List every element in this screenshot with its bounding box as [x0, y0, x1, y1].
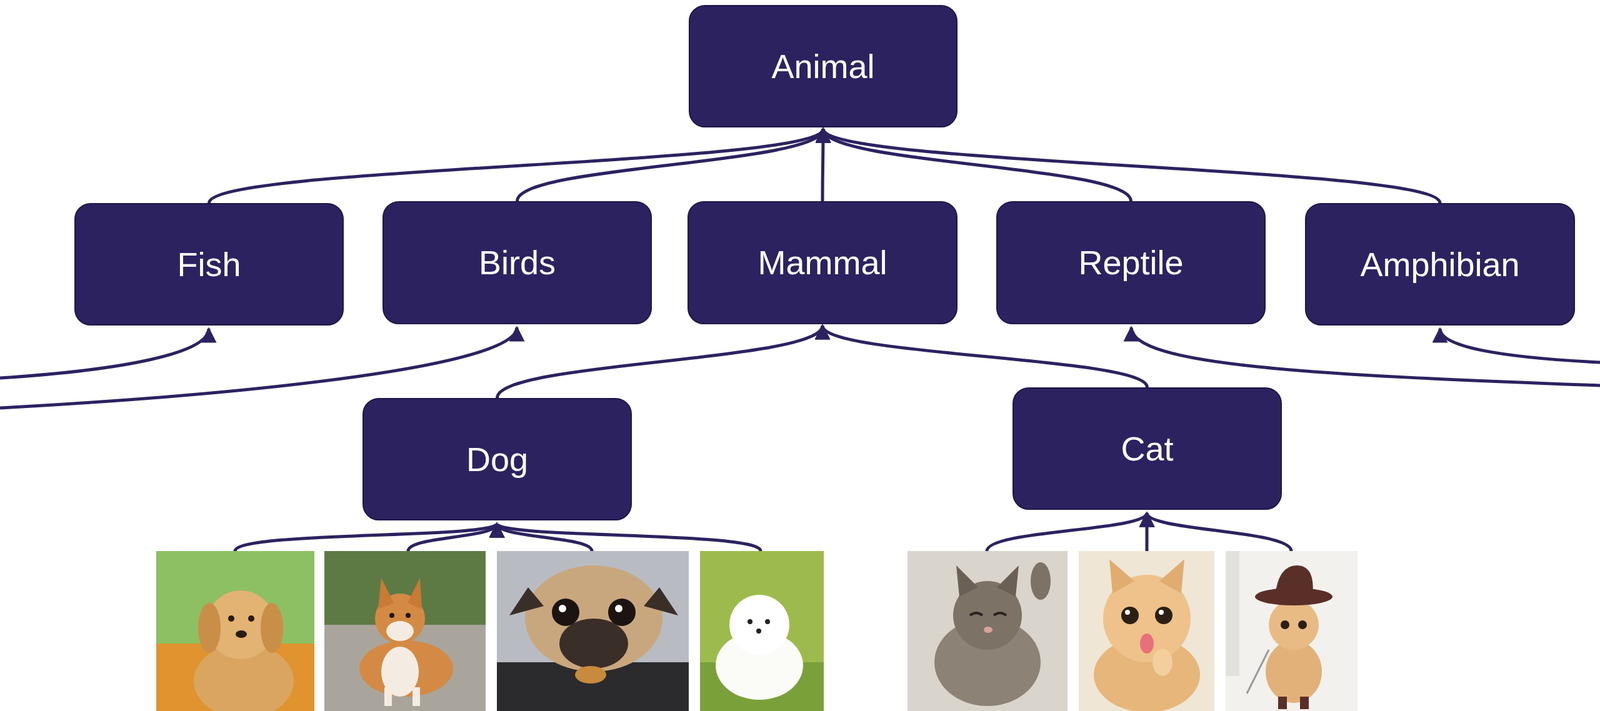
cat-photo: [1225, 551, 1358, 711]
photo-line: [496, 523, 761, 552]
category-box: Animal: [688, 5, 958, 128]
category-box: Reptile: [996, 201, 1266, 325]
category-box: Birds: [382, 201, 652, 325]
category-box: Cat: [1012, 387, 1282, 510]
box-label: Amphibian: [1360, 245, 1520, 284]
offpage-line: [1131, 327, 1600, 386]
box-label: Animal: [771, 46, 875, 86]
hierarchy-arrow: [823, 128, 1132, 202]
hierarchy-arrow: [823, 128, 1440, 204]
hierarchy-arrow: [209, 128, 824, 204]
box-label: Birds: [478, 243, 556, 282]
category-box: Amphibian: [1305, 203, 1575, 326]
cat-photo: [1078, 551, 1215, 711]
photo-line: [1145, 513, 1149, 552]
hierarchy-arrow: [497, 325, 824, 399]
hierarchy-arrow: [822, 325, 1148, 388]
box-label: Dog: [466, 440, 529, 479]
photo-line: [1146, 513, 1292, 552]
photo-line: [408, 523, 497, 552]
dog-photo: [700, 551, 824, 711]
category-box: Fish: [74, 203, 344, 326]
box-label: Cat: [1120, 429, 1174, 469]
hierarchy-arrow: [822, 128, 824, 202]
photo-line: [986, 513, 1147, 552]
offpage-line: [0, 328, 209, 379]
photo-line: [235, 523, 497, 552]
offpage-line: [0, 327, 517, 409]
box-label: Mammal: [757, 243, 887, 282]
box-label: Fish: [176, 245, 241, 284]
dog-photo: [324, 551, 486, 711]
dog-photo: [156, 551, 315, 711]
offpage-line: [1440, 328, 1600, 363]
dog-photo: [496, 551, 689, 711]
hierarchy-arrow: [517, 128, 824, 202]
box-label: Reptile: [1078, 243, 1184, 282]
category-box: Dog: [362, 398, 632, 521]
category-box: Mammal: [687, 201, 958, 325]
photo-lines: [235, 513, 1292, 552]
cat-photo: [907, 551, 1068, 711]
